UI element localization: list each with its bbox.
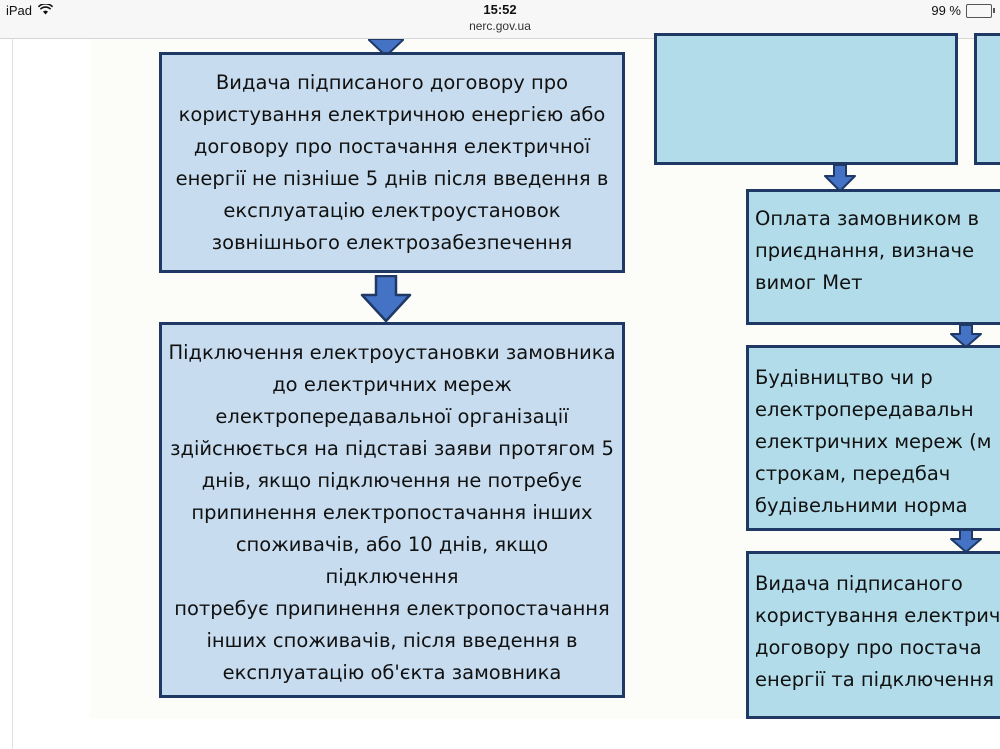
flow-step-contract-and-connection: Видача підписаного користування електрич… (746, 551, 1000, 719)
down-arrow-icon (824, 164, 856, 192)
wifi-icon (37, 3, 54, 18)
down-arrow-icon (360, 275, 412, 323)
flow-step-text: Будівництво чи р електропередавальн елек… (755, 366, 992, 517)
clock: 15:52 (483, 2, 517, 17)
down-arrow-icon (950, 529, 982, 553)
flow-step-text: Оплата замовником в приєднання, визначе … (755, 207, 980, 294)
page-edge (12, 39, 13, 749)
flow-step-text: Підключення електроустановки замовника д… (168, 341, 616, 684)
flow-step-payment: Оплата замовником в приєднання, визначе … (746, 189, 1000, 325)
battery-icon (966, 3, 995, 18)
document-view[interactable]: Видача підписаного договору про користув… (0, 33, 1000, 749)
flow-step-top-right-empty (974, 33, 1000, 165)
flow-step-top-left-empty (654, 33, 958, 165)
flow-step-contract-issuance: Видача підписаного договору про користув… (159, 52, 625, 273)
status-bar: iPad 15:52 nerc.gov.ua 99 % (0, 0, 1000, 39)
status-right: 99 % (931, 3, 995, 18)
flow-step-text: Видача підписаного договору про користув… (175, 71, 609, 254)
status-left: iPad (6, 3, 54, 18)
flow-step-construction: Будівництво чи р електропередавальн елек… (746, 345, 1000, 531)
flow-step-connection: Підключення електроустановки замовника д… (159, 322, 625, 698)
down-arrow-icon (368, 39, 404, 57)
flow-step-text: Видача підписаного користування електрич… (755, 572, 1000, 691)
down-arrow-icon (950, 324, 982, 348)
address-bar-url[interactable]: nerc.gov.ua (469, 19, 531, 33)
battery-percent: 99 % (931, 3, 961, 18)
device-name: iPad (6, 3, 33, 18)
